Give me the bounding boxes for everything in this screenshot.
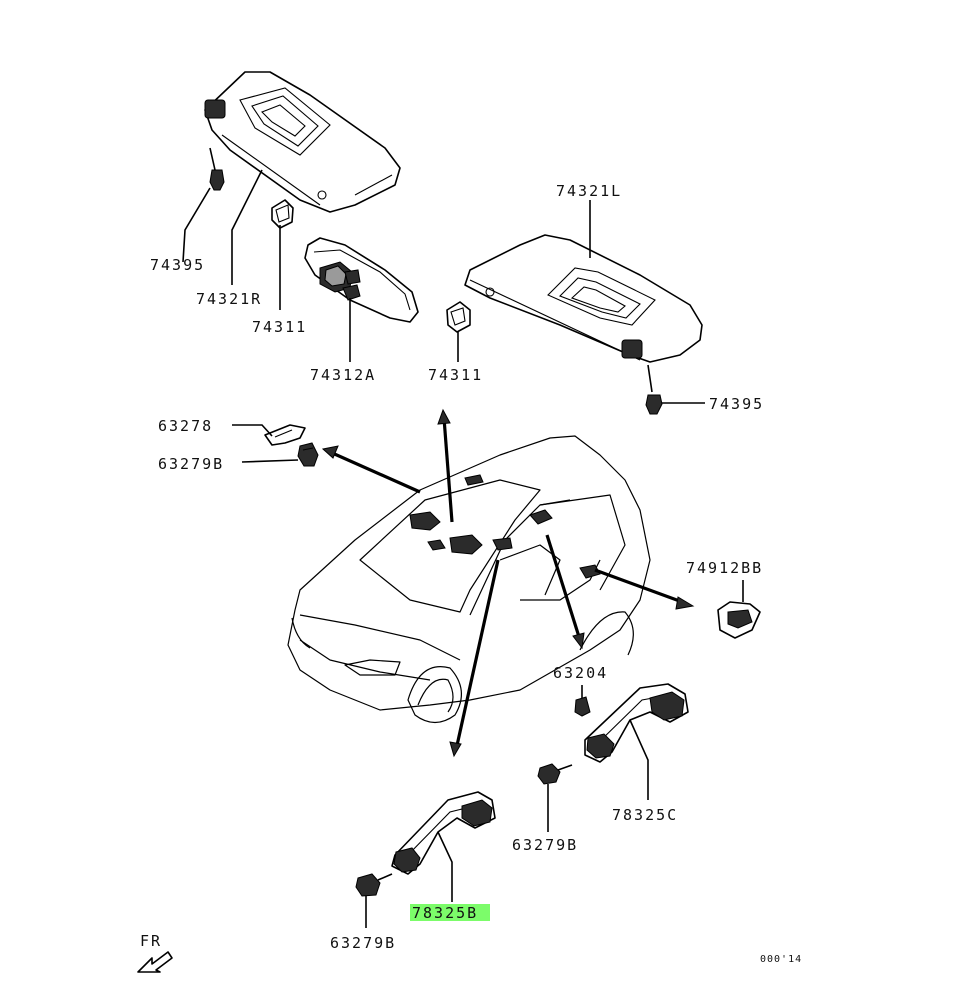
front-marker-label: FR: [140, 932, 162, 950]
visor-clip-left-part[interactable]: [271, 199, 294, 229]
label-63279B-bottom[interactable]: 63279B: [330, 934, 396, 952]
sun-visor-left-part[interactable]: [464, 234, 703, 363]
highlight-78325B: [410, 904, 490, 921]
front-direction-marker: FR: [137, 932, 173, 973]
drawing-code: 000'14: [760, 954, 802, 965]
pointer-arrows: [321, 408, 695, 758]
label-63279B-top[interactable]: 63279B: [158, 455, 224, 473]
screw-bottom-part[interactable]: [355, 873, 393, 897]
label-74912BB[interactable]: 74912BB: [686, 559, 763, 577]
label-74311-left[interactable]: 74311: [252, 318, 307, 336]
screw-right-part[interactable]: [645, 364, 663, 415]
assist-grip-b-part[interactable]: [391, 791, 496, 875]
label-74321R[interactable]: 74321R: [196, 290, 262, 308]
label-74321L[interactable]: 74321L: [556, 182, 622, 200]
label-74312A[interactable]: 74312A: [310, 366, 376, 384]
hook-cover-part[interactable]: [264, 424, 306, 446]
clip-part[interactable]: [574, 696, 591, 717]
label-63278[interactable]: 63278: [158, 417, 213, 435]
screw-mid-part[interactable]: [537, 763, 573, 785]
sun-visor-right-part[interactable]: [204, 71, 401, 213]
vehicle-outline: [287, 435, 651, 724]
label-78325C[interactable]: 78325C: [612, 806, 678, 824]
screw-left-part[interactable]: [209, 147, 225, 191]
visor-clip-right-part[interactable]: [446, 301, 471, 333]
leader-lines: [182, 169, 744, 928]
assist-grip-c-part[interactable]: [584, 683, 689, 763]
label-63204[interactable]: 63204: [553, 664, 608, 682]
label-74311-right[interactable]: 74311: [428, 366, 483, 384]
coat-hook-part[interactable]: [717, 601, 761, 639]
label-78325B[interactable]: 78325B: [412, 904, 478, 922]
label-74395-left[interactable]: 74395: [150, 256, 205, 274]
screw-top-part[interactable]: [297, 442, 319, 467]
front-arrow-icon: [137, 951, 173, 973]
label-63279B-mid[interactable]: 63279B: [512, 836, 578, 854]
label-74395-right[interactable]: 74395: [709, 395, 764, 413]
rearview-mirror-part[interactable]: [304, 237, 419, 323]
